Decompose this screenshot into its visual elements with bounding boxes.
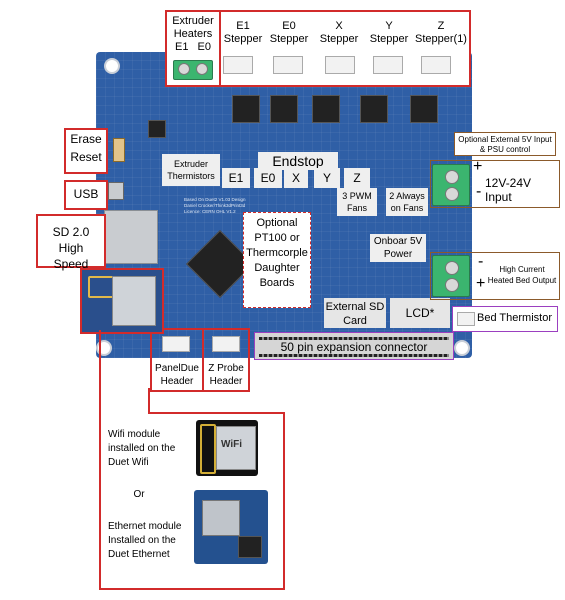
callout-line-vertical [99,330,101,590]
endstop-axis-y: Y [314,168,340,188]
stepper-driver-x [312,95,340,123]
stepper-driver-e0 [270,95,298,123]
stepper-driver-z [410,95,438,123]
sd-card-slot [104,210,158,264]
mounting-hole-top-left [104,58,120,74]
extruder-heaters-label: Extruder Heaters [172,15,214,40]
erase-label: Erase [70,132,102,146]
power-terminal-screw-top [445,170,459,184]
ethernet-chip [202,500,240,536]
bed-thermistor-label: Bed Thermistor [477,312,552,324]
sd-box: SD 2.0 High Speed [36,214,106,271]
erase-reset-box: Erase Reset [64,128,108,174]
wifi-shield-can [112,276,156,326]
usb-label: USB [73,187,99,201]
power-plus-sign: + [473,158,483,175]
heated-bed-box: - + High Current Heated Bed Output [430,252,560,300]
wifi-module-antenna [200,424,216,474]
endstop-label: Endstop [258,152,338,170]
reset-label: Reset [70,150,102,164]
stepper-connector-z [421,56,451,74]
expansion-pin-row-bottom [259,354,449,357]
stepper-label-e0: E0 Stepper [269,20,309,45]
wifi-logo: WiFi [221,439,243,450]
wifi-module-board-box [80,268,164,334]
regulator-chip [148,120,166,138]
usb-box: USB [64,180,108,210]
bed-terminal-screw-bottom [445,278,459,292]
optional-5v-input-label: Optional External 5V Input & PSU control [454,132,556,156]
stepper-label-e1: E1 Stepper [223,20,263,45]
heater-e1-label: E1 [175,41,189,53]
heated-bed-terminal [432,255,470,297]
power-terminal-screw-bottom [445,187,459,201]
sd-label: SD 2.0 High Speed [52,225,90,271]
paneldue-header-box: PanelDue Header [150,328,204,392]
board-silkscreen-text: Based On Duet2 V1.03 Design Daniel Crock… [184,197,246,214]
pwm-fans-label: 3 PWM Fans [337,188,377,216]
extruder-heaters-box: Extruder Heaters E1 E0 [165,10,221,87]
endstop-axis-e1: E1 [222,168,250,188]
stepper-box: E1 Stepper E0 Stepper X Stepper Y Steppe… [219,10,471,87]
stepper-driver-y [360,95,388,123]
bed-minus-sign: - [478,253,484,270]
bed-thermistor-connector [457,312,475,326]
heater-screw-1 [178,63,190,75]
wifi-module-photo: WiFi [196,420,258,476]
wifi-module-can: WiFi [216,426,256,470]
endstop-axis-e0: E0 [254,168,282,188]
paneldue-label: PanelDue Header [155,363,199,387]
stepper-connector-e0 [273,56,303,74]
zprobe-label: Z Probe Header [208,363,244,387]
callout-line-right [283,412,285,590]
ethernet-module-photo [194,490,268,564]
callout-line-header-drop [148,388,150,414]
heater-e0-label: E0 [197,41,211,53]
usb-port [108,182,124,200]
callout-line-bottom [99,588,285,590]
bed-thermistor-box: Bed Thermistor [452,306,558,332]
ethernet-module-text: Ethernet module Installed on the Duet Et… [108,521,182,560]
extruder-thermistors-label: Extruder Thermistors [162,154,220,186]
stepper-connector-y [373,56,403,74]
wifi-antenna-trace [88,276,114,298]
stepper-label-y: Y Stepper [369,20,409,45]
power-input-label: 12V-24V Input [485,176,532,204]
bed-terminal-screw-top [445,261,459,275]
pt100-daughter-board-label: Optional PT100 or Thermcorple Daughter B… [243,212,311,308]
callout-line-top [148,412,285,414]
always-on-fans-label: 2 Always on Fans [386,188,428,216]
bed-plus-sign: + [476,275,486,292]
stepper-label-z: Z Stepper(1) [415,20,467,45]
power-input-terminal [432,164,470,206]
wifi-module-text: Wifi module installed on the Duet Wifi [108,429,176,468]
or-label: Or [133,489,145,500]
paneldue-connector [162,336,190,352]
zprobe-header-box: Z Probe Header [202,328,250,392]
stepper-connector-x [325,56,355,74]
expansion-pin-row [259,337,449,340]
extruder-heater-terminal [173,60,213,80]
zprobe-connector [212,336,240,352]
endstop-axis-x: X [284,168,308,188]
power-input-box: + - 12V-24V Input [430,158,560,208]
heated-bed-label: High Current Heated Bed Output [487,265,557,285]
stepper-connector-e1 [223,56,253,74]
expansion-connector-box: 50 pin expansion connector [254,332,454,360]
ethernet-controller [238,536,262,558]
lcd-label: LCD* [390,298,450,328]
heater-screw-2 [196,63,208,75]
expansion-connector-label: 50 pin expansion connector [280,340,428,354]
external-sd-label: External SD Card [324,298,386,328]
erase-reset-button [113,138,125,162]
stepper-label-x: X Stepper [319,20,359,45]
stepper-driver-e1 [232,95,260,123]
onboard-5v-label: Onboar 5V Power [370,234,426,262]
mounting-hole-bottom-right [454,340,470,356]
power-minus-sign: - [476,183,482,200]
extruder-heater-channels: E1 E0 [167,41,219,54]
endstop-axis-z: Z [344,168,370,188]
